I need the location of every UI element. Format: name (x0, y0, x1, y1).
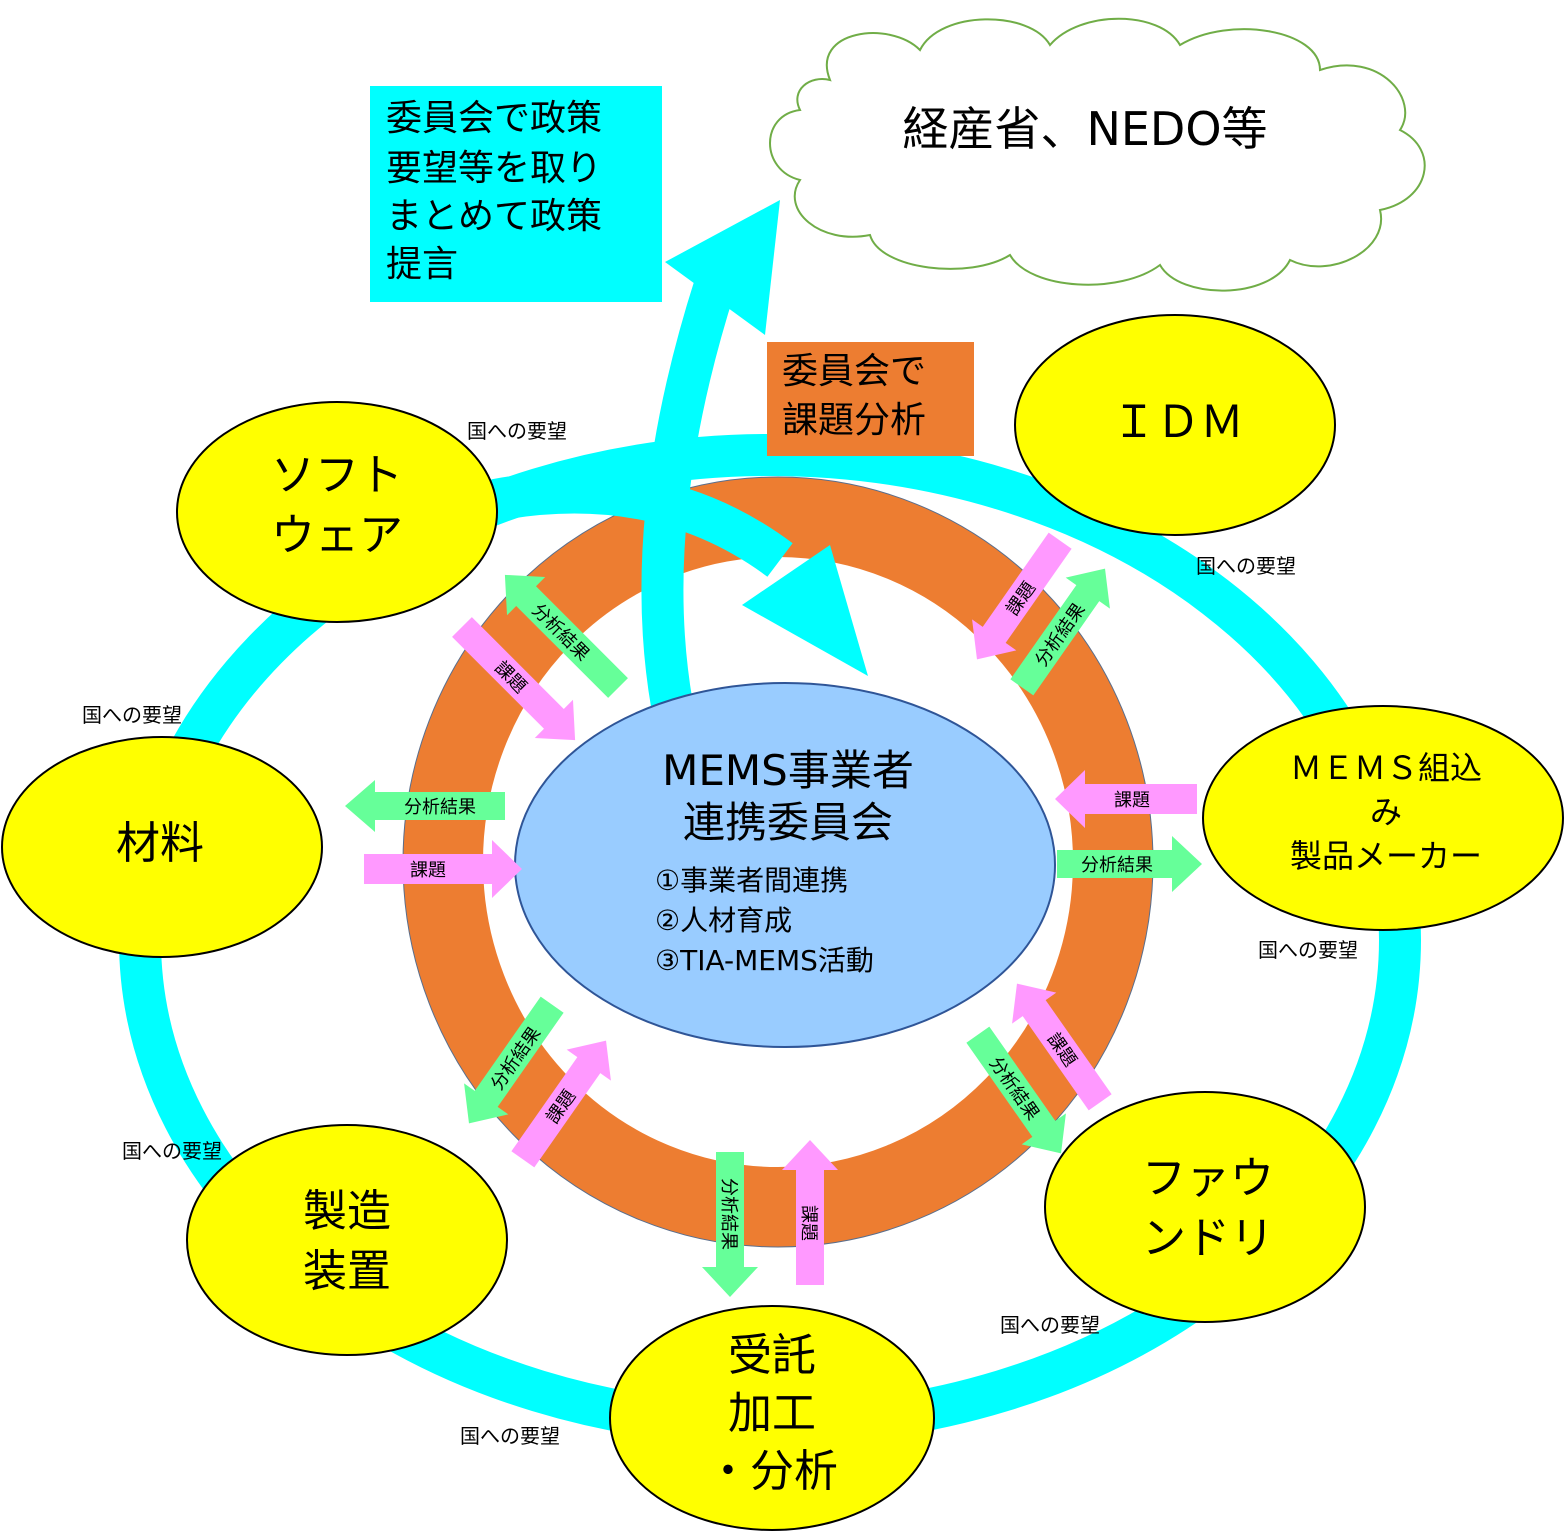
center-item-3: ③TIA-MEMS活動 (655, 944, 874, 977)
software-to-center-arrowhead (742, 545, 868, 676)
policy-up-arrowhead (665, 200, 780, 335)
node-foundry: ファウ ンドリ (1044, 1091, 1366, 1323)
request-label-software: 国への要望 (467, 419, 567, 443)
analysis-line-2: 課題分析 (782, 400, 926, 441)
request-label-equipment: 国への要望 (122, 1139, 222, 1163)
material-analysis-label: 分析結果 (404, 797, 476, 818)
node-foundry-line-1: ファウ (1142, 1153, 1274, 1204)
node-idm-line-1: ＩＤＭ (1112, 397, 1244, 448)
center-item-2: ②人材育成 (655, 904, 792, 937)
node-material: 材料 (1, 736, 323, 958)
mems-analysis-label: 分析結果 (1081, 855, 1153, 876)
material-analysis-arrow: 分析結果 (345, 780, 505, 832)
mems-issue-label: 課題 (1114, 790, 1150, 811)
center-title-1: MEMS事業者 (662, 746, 914, 795)
node-contract-line-3: ・分析 (706, 1446, 838, 1497)
policy-line-4: 提言 (386, 244, 458, 285)
node-equipment-line-1: 製造 (303, 1186, 391, 1237)
analysis-line-1: 委員会で (782, 351, 926, 392)
policy-line-1: 委員会で政策 (386, 98, 602, 139)
analysis-box (767, 342, 974, 456)
node-equipment: 製造 装置 (186, 1124, 508, 1356)
node-contract: 受託 加工 ・分析 (609, 1305, 935, 1531)
contract-analysis-arrow: 分析結果 (702, 1152, 758, 1297)
material-issue-arrow: 課題 (364, 840, 522, 898)
policy-up-arrow (641, 278, 736, 709)
node-mems-maker-line-2: み (1370, 793, 1402, 831)
request-label-foundry: 国への要望 (1000, 1313, 1100, 1337)
node-software: ソフト ウェア (176, 401, 498, 623)
cloud-label: 経産省、NEDO等 (902, 102, 1267, 156)
request-label-mems: 国への要望 (1258, 938, 1358, 962)
policy-box (370, 86, 662, 302)
node-mems-maker-line-3: 製品メーカー (1290, 837, 1482, 875)
node-equipment-line-2: 装置 (303, 1246, 391, 1297)
node-idm: ＩＤＭ (1014, 314, 1336, 536)
center-title-2: 連携委員会 (683, 798, 893, 847)
node-material-line-1: 材料 (116, 818, 204, 869)
node-contract-line-1: 受託 (728, 1330, 816, 1381)
node-contract-line-2: 加工 (728, 1388, 816, 1439)
contract-issue-label: 課題 (798, 1205, 819, 1241)
node-foundry-line-2: ンドリ (1142, 1213, 1274, 1264)
mems-analysis-arrow: 分析結果 (1057, 836, 1202, 892)
node-software-line-2: ウェア (271, 510, 403, 561)
node-software-line-1: ソフト (271, 450, 403, 501)
request-label-idm: 国への要望 (1196, 554, 1296, 578)
contract-issue-arrow: 課題 (782, 1140, 838, 1285)
center-item-1: ①事業者間連携 (655, 864, 848, 897)
node-mems-maker-line-1: ＭＥＭＳ組込 (1290, 749, 1482, 787)
contract-analysis-label: 分析結果 (718, 1178, 739, 1250)
request-label-contract: 国への要望 (460, 1424, 560, 1448)
cloud-shape (769, 17, 1426, 292)
material-issue-label: 課題 (410, 860, 446, 881)
policy-line-3: まとめて政策 (386, 196, 602, 237)
node-mems-maker: ＭＥＭＳ組込 み 製品メーカー (1202, 705, 1564, 931)
policy-line-2: 要望等を取り (386, 148, 602, 189)
request-label-material: 国への要望 (82, 703, 182, 727)
mems-issue-arrow: 課題 (1055, 770, 1197, 828)
